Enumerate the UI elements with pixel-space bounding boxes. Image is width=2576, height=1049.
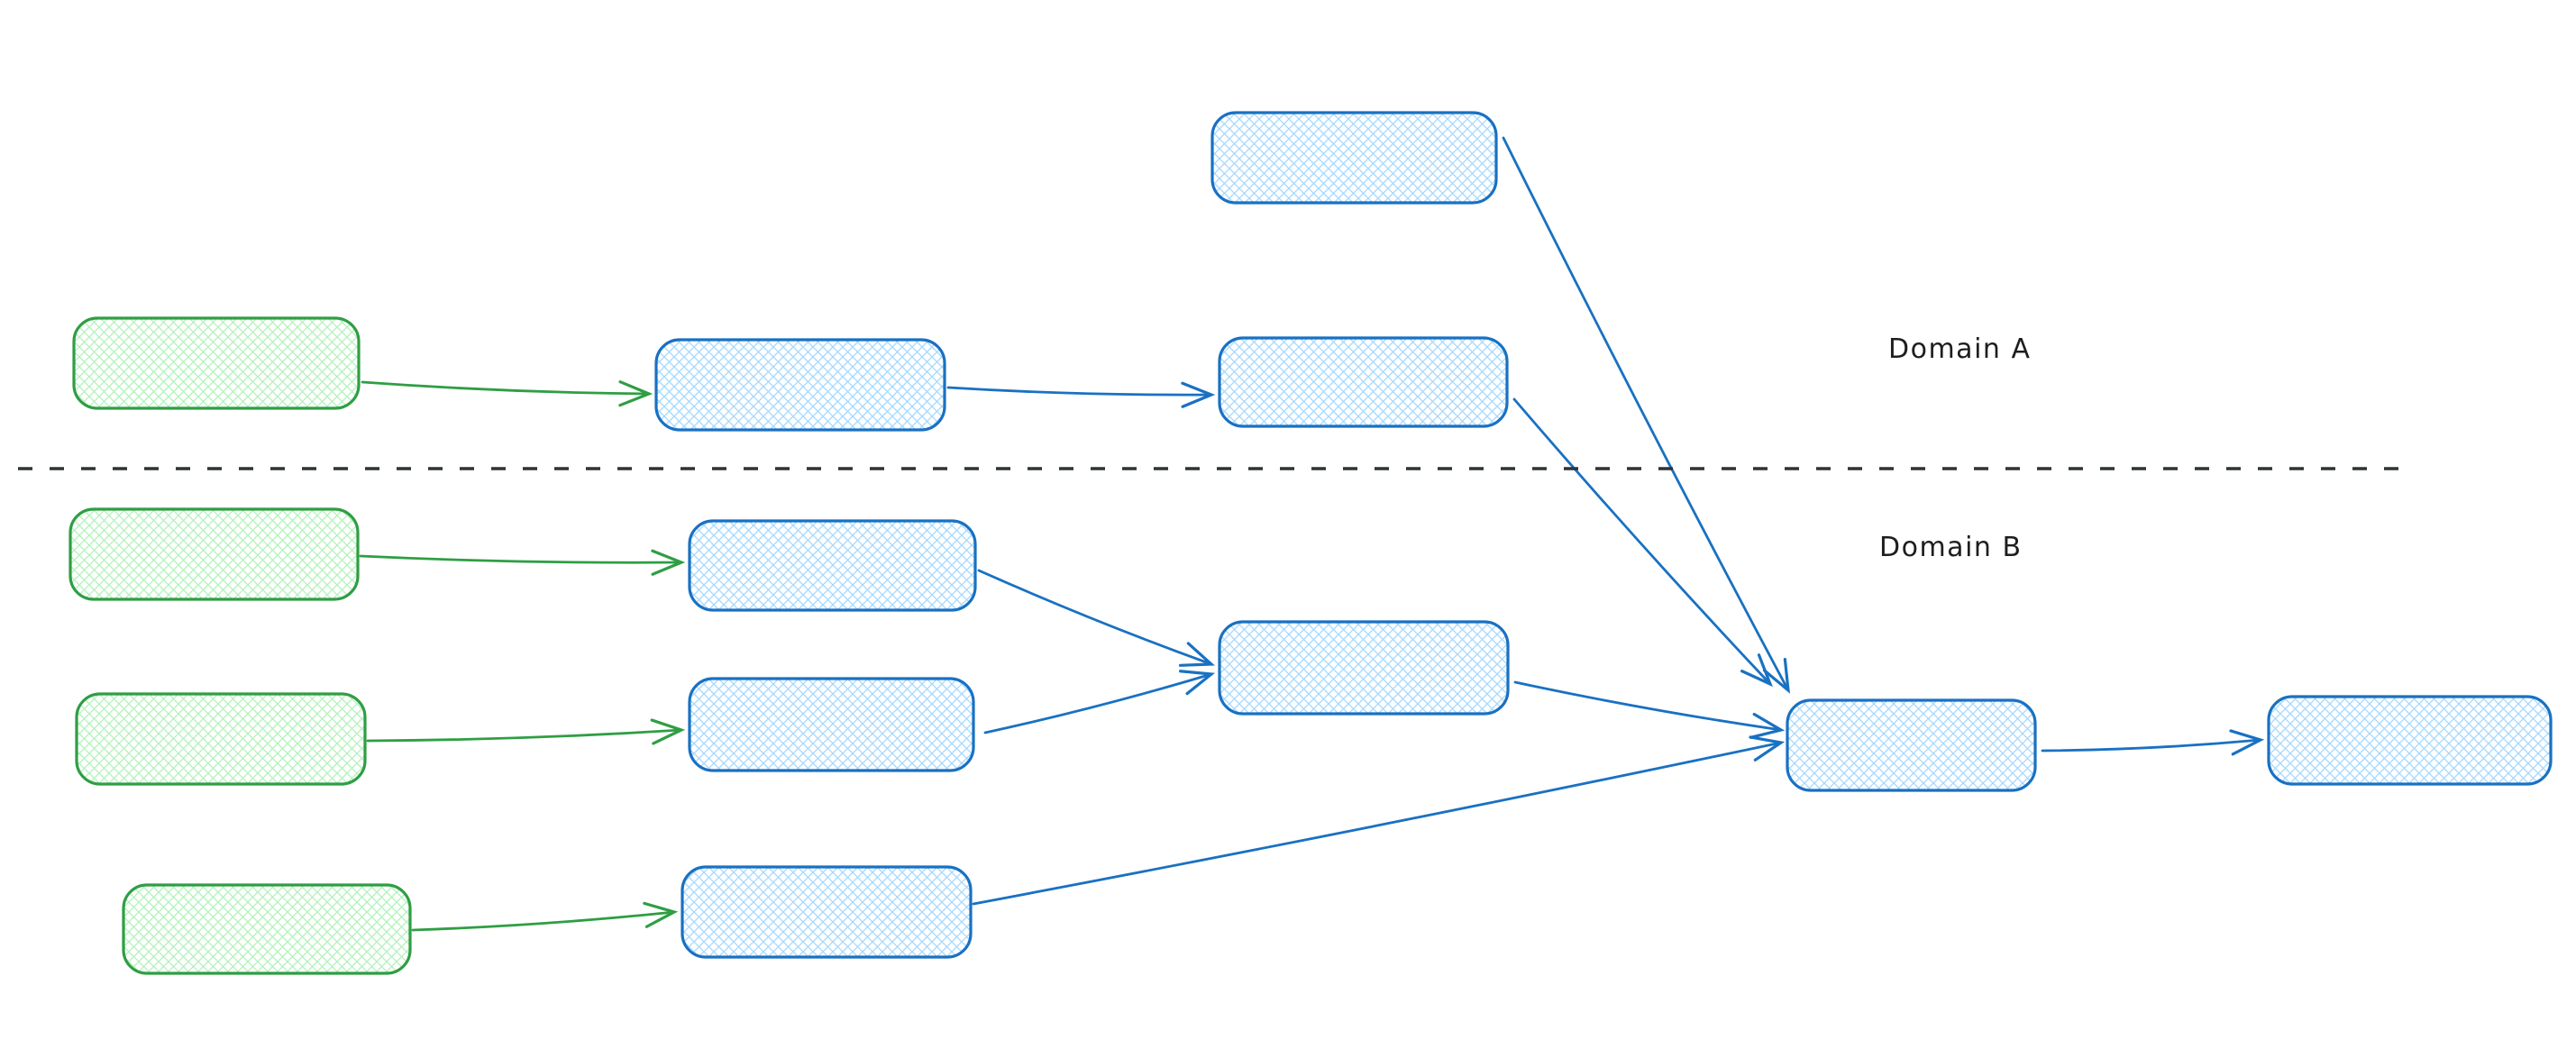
edge-stage1-b3-to-sink[interactable] xyxy=(972,735,1786,906)
edge-sink-to-output[interactable] xyxy=(2041,729,2265,756)
edge-green-a-to-stage1-a[interactable] xyxy=(361,380,653,407)
node-blue-top-a[interactable] xyxy=(1210,111,1498,205)
edge-stage1-b1-to-merge[interactable] xyxy=(977,569,1215,667)
node-blue-output[interactable] xyxy=(2267,695,2553,786)
node-blue-stage1-a[interactable] xyxy=(654,338,946,432)
domain-a-label[interactable]: Domain A xyxy=(1888,333,2032,365)
node-blue-stage1-b2[interactable] xyxy=(688,677,975,772)
edge-merge-to-sink[interactable] xyxy=(1513,680,1786,739)
edge-top-a-to-sink[interactable] xyxy=(1502,136,1791,694)
edge-green-b1-to-stage1-b1[interactable] xyxy=(359,549,686,576)
node-green-source-a[interactable] xyxy=(72,316,361,410)
node-blue-stage2-a[interactable] xyxy=(1218,336,1509,428)
domain-b-label[interactable]: Domain B xyxy=(1879,532,2023,563)
node-blue-stage1-b1[interactable] xyxy=(688,519,977,612)
node-green-source-b2[interactable] xyxy=(75,692,367,786)
edge-stage1-a-to-stage2-a[interactable] xyxy=(946,381,1216,408)
node-green-source-b3[interactable] xyxy=(122,883,412,975)
edge-green-b2-to-stage1-b2[interactable] xyxy=(366,718,686,745)
node-blue-sink[interactable] xyxy=(1786,698,2037,792)
node-green-source-b1[interactable] xyxy=(69,507,360,601)
edge-green-b3-to-stage1-b3[interactable] xyxy=(411,901,679,932)
node-blue-stage1-b3[interactable] xyxy=(681,865,973,959)
edge-stage2-a-to-sink[interactable] xyxy=(1512,397,1773,688)
node-blue-merge-b[interactable] xyxy=(1218,620,1510,716)
edge-stage1-b2-to-merge[interactable] xyxy=(983,670,1216,734)
